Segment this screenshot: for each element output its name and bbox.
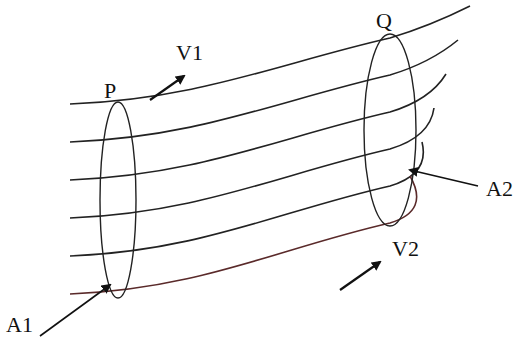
streamline [70, 176, 417, 294]
streamline [70, 6, 470, 104]
streamline [70, 108, 434, 218]
point-label: Q [376, 10, 392, 32]
streamline [70, 40, 458, 142]
velocity-label: V2 [392, 238, 419, 260]
area-label: A1 [6, 314, 33, 336]
point-label: P [104, 80, 116, 102]
velocity-label: V1 [176, 42, 203, 64]
streamline [70, 74, 446, 180]
streamline [70, 142, 423, 256]
area-label: A2 [486, 178, 513, 200]
